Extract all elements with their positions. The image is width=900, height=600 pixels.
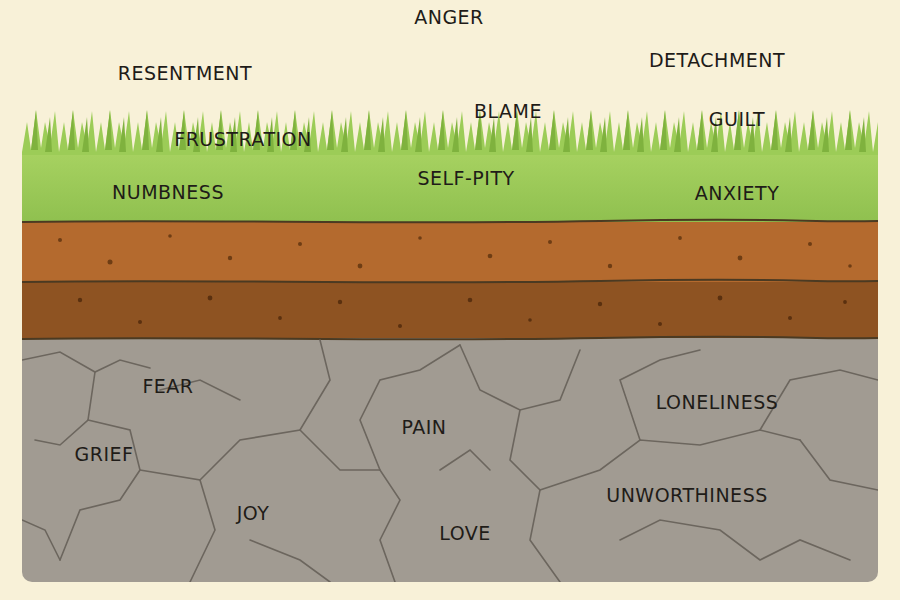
emotion-label: RESENTMENT	[118, 63, 252, 84]
soil-specks	[58, 234, 852, 268]
emotion-label: UNWORTHINESS	[606, 485, 768, 506]
emotion-label: GUILT	[709, 109, 765, 130]
subsoil-band	[22, 282, 878, 340]
emotion-label: FRUSTRATION	[174, 129, 312, 150]
emotion-label: LONELINESS	[656, 392, 779, 413]
emotion-label: BLAME	[474, 101, 542, 122]
emotion-label: JOY	[237, 503, 270, 524]
emotion-label: DETACHMENT	[649, 50, 785, 71]
layer-lines	[22, 220, 878, 340]
emotion-label: ANXIETY	[695, 183, 780, 204]
grass-blades	[22, 100, 878, 160]
topsoil-band	[22, 222, 878, 282]
emotion-label: NUMBNESS	[112, 182, 224, 203]
bedrock-band	[22, 338, 878, 582]
emotion-label: SELF-PITY	[417, 168, 514, 189]
emotion-label: GRIEF	[75, 444, 134, 465]
rock-cracks	[22, 340, 878, 582]
emotion-label: PAIN	[401, 417, 446, 438]
emotion-label: ANGER	[414, 7, 484, 28]
grass-band	[22, 155, 878, 223]
emotion-label: FEAR	[142, 376, 193, 397]
soil-specks-deep	[78, 296, 847, 328]
emotion-label: LOVE	[439, 523, 491, 544]
